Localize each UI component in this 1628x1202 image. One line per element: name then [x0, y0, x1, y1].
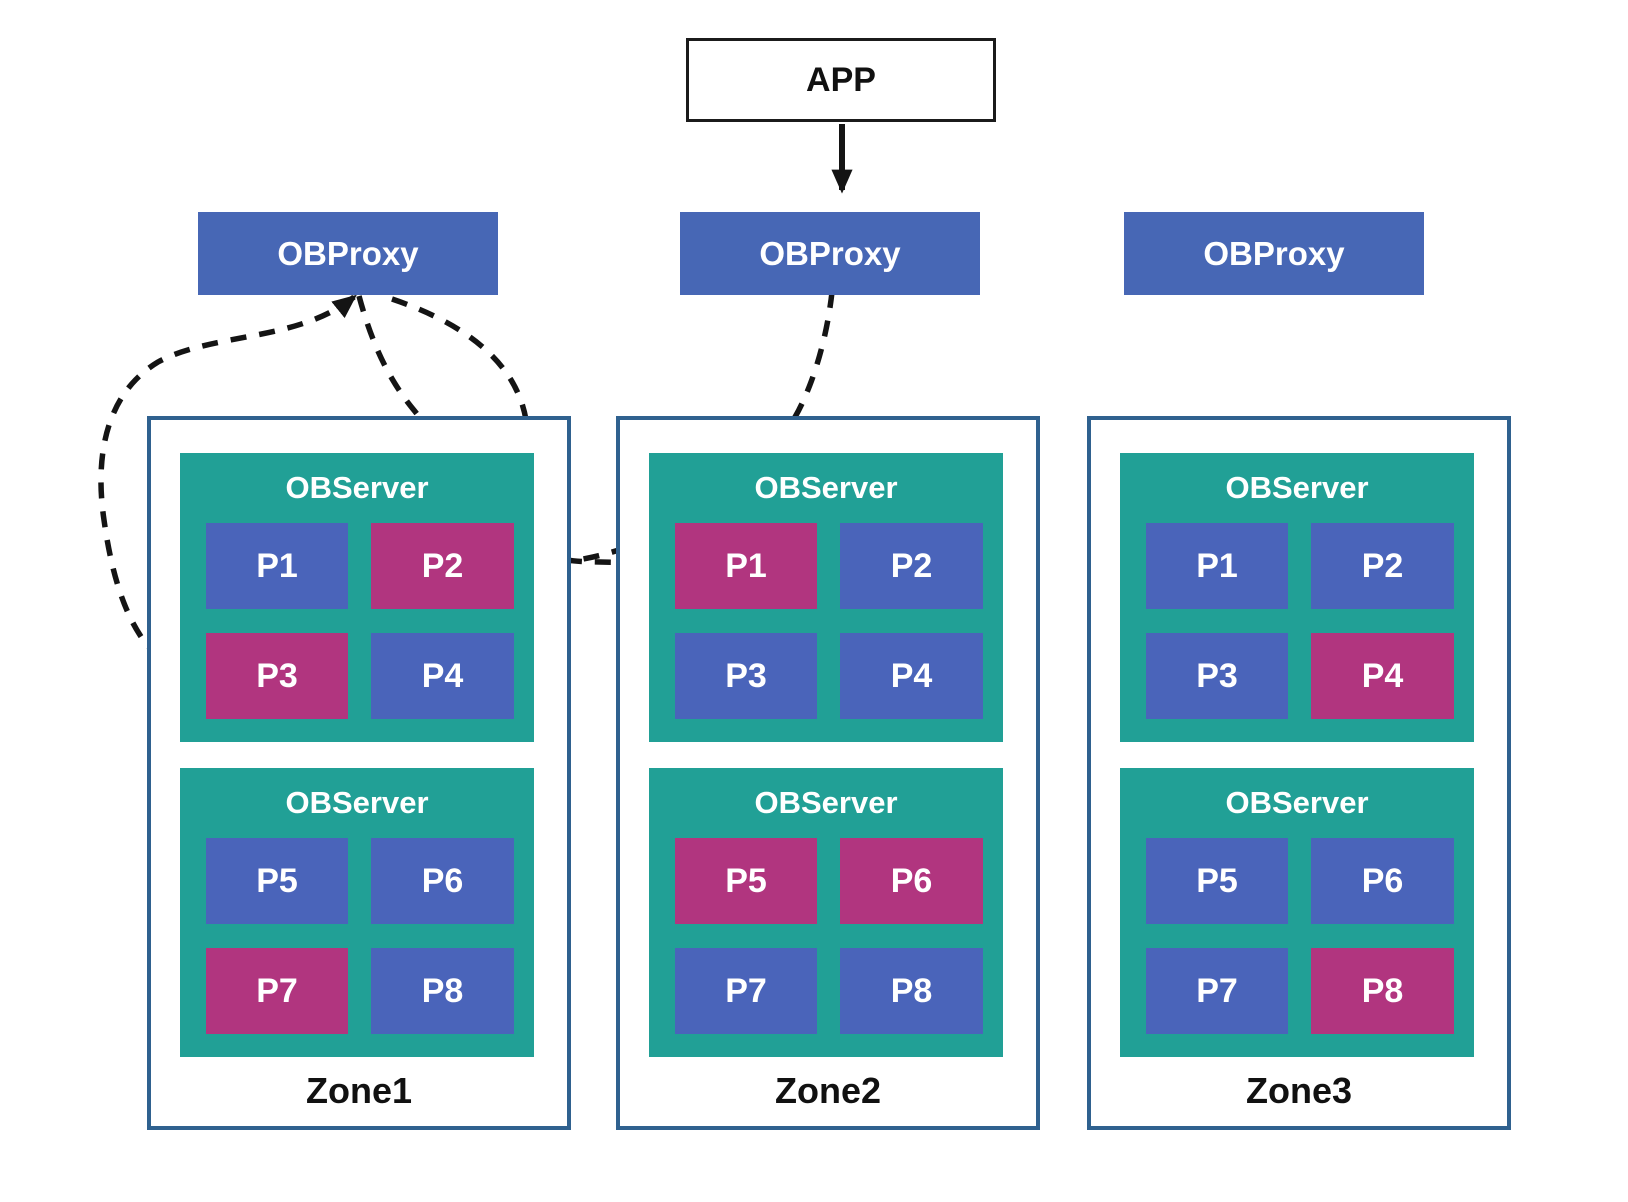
partition: P8: [840, 948, 983, 1034]
partition: P2: [1311, 523, 1454, 609]
zone2-observer-2: OBServer P5 P6 P7 P8: [649, 768, 1003, 1057]
partition: P3: [675, 633, 817, 719]
partition-grid: P1 P2 P3 P4: [649, 523, 1003, 719]
obproxy-2-label: OBProxy: [759, 234, 901, 272]
obproxy-1: OBProxy: [198, 212, 498, 295]
partition-grid: P1 P2 P3 P4: [180, 523, 534, 719]
partition: P5: [675, 838, 817, 924]
obproxy-2: OBProxy: [680, 212, 980, 295]
partition: P3: [1146, 633, 1288, 719]
partition: P6: [371, 838, 514, 924]
partition-grid: P1 P2 P3 P4: [1120, 523, 1474, 719]
partition-grid: P5 P6 P7 P8: [1120, 838, 1474, 1034]
partition: P1: [206, 523, 348, 609]
partition: P1: [675, 523, 817, 609]
zone1-observer-2: OBServer P5 P6 P7 P8: [180, 768, 534, 1057]
zone-1-label: Zone1: [305, 1070, 412, 1111]
observer-title: OBServer: [1225, 785, 1369, 820]
zone3-observer-1: OBServer P1 P2 P3 P4: [1120, 453, 1474, 742]
partition: P4: [840, 633, 983, 719]
partition: P8: [1311, 948, 1454, 1034]
partition: P4: [371, 633, 514, 719]
observer-title: OBServer: [285, 470, 429, 505]
partition-grid: P5 P6 P7 P8: [180, 838, 534, 1034]
zone-3: OBServer P1 P2 P3 P4 OBServer P5 P6 P7 P…: [1087, 416, 1511, 1130]
partition: P2: [840, 523, 983, 609]
partition: P5: [206, 838, 348, 924]
observer-title: OBServer: [1225, 470, 1369, 505]
partition-grid: P5 P6 P7 P8: [649, 838, 1003, 1034]
partition: P1: [1146, 523, 1288, 609]
partition: P4: [1311, 633, 1454, 719]
partition: P7: [675, 948, 817, 1034]
obproxy-3-label: OBProxy: [1203, 234, 1345, 272]
partition: P7: [206, 948, 348, 1034]
obproxy-3: OBProxy: [1124, 212, 1424, 295]
zone2-observer-1: OBServer P1 P2 P3 P4: [649, 453, 1003, 742]
zone-2: OBServer P1 P2 P3 P4 OBServer P5 P6 P7 P…: [616, 416, 1040, 1130]
zone-3-label: Zone3: [1245, 1070, 1352, 1111]
partition: P6: [1311, 838, 1454, 924]
observer-title: OBServer: [754, 470, 898, 505]
partition: P5: [1146, 838, 1288, 924]
obproxy-1-label: OBProxy: [277, 234, 419, 272]
partition: P6: [840, 838, 983, 924]
observer-title: OBServer: [754, 785, 898, 820]
app-label: APP: [806, 60, 876, 99]
partition: P8: [371, 948, 514, 1034]
partition: P2: [371, 523, 514, 609]
zone-2-label: Zone2: [774, 1070, 881, 1111]
partition: P3: [206, 633, 348, 719]
observer-title: OBServer: [285, 785, 429, 820]
app-box: APP: [686, 38, 996, 122]
zone-1: OBServer P1 P2 P3 P4 OBServer P5 P6 P7 P…: [147, 416, 571, 1130]
partition: P7: [1146, 948, 1288, 1034]
zone3-observer-2: OBServer P5 P6 P7 P8: [1120, 768, 1474, 1057]
zone1-observer-1: OBServer P1 P2 P3 P4: [180, 453, 534, 742]
